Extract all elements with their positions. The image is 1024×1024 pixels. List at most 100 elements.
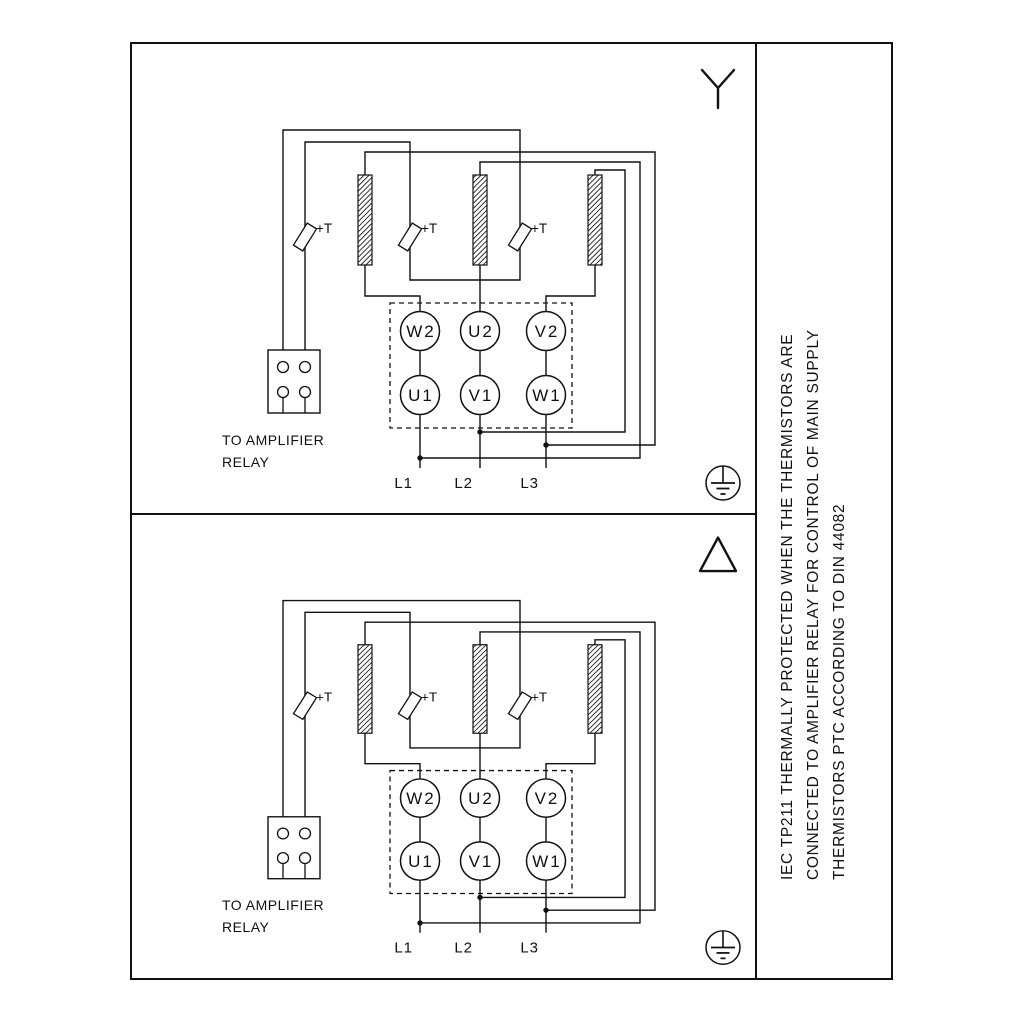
relay-pin [298,827,312,840]
motor-winding [587,644,603,734]
winding-return-wire [364,151,656,446]
relay-pin [276,827,290,840]
winding-terminal-wire [364,733,421,779]
wiring-lines [282,599,656,933]
supply-l1-label: L1 [394,941,413,957]
thermistor-symbol [507,691,533,721]
thermistor-circuit-wire [282,599,521,829]
winding-return-wire [420,631,641,924]
terminal-w2 [399,778,441,819]
terminal-u2 [459,310,501,352]
supply-l2-label: L2 [454,475,473,492]
terminal-w1-label: W1 [532,386,562,405]
winding-return-wire [420,161,641,459]
relay-pin [298,385,312,399]
relay-caption-line2: RELAY [222,454,270,470]
terminal-w2 [399,310,441,352]
star-wiring-diagram: +T +T +T [222,536,741,965]
relay-caption-line1: TO AMPLIFIER [222,897,324,913]
thermistor-circuit-wire [409,258,521,281]
winding-return-wire [364,621,656,911]
terminal-link [419,350,547,376]
terminal-u1-label: U1 [408,386,434,405]
terminal-board: W2 U2 V2 U1 V1 W1 [389,769,573,895]
terminal-board: W2 U2 V2 U1 V1 W1 [389,302,573,429]
thermistor: +T [397,221,437,252]
motor-winding [587,174,603,266]
terminal-w2-label: W2 [406,322,436,341]
thermistor-symbol [397,691,423,721]
terminal-board-outline [389,769,573,895]
winding-terminal-wire [545,733,596,779]
side-note-line-3: THERMISTORS PTC ACCORDING TO DIN 44082 [831,503,848,880]
thermistor-label: +T [421,221,437,236]
relay-pin-stub [282,863,306,879]
terminal-u1 [399,374,441,416]
terminal-v1-label: V1 [469,852,494,871]
relay-connector-box [267,816,321,880]
winding-terminal-wire [364,265,421,312]
motor-winding [357,644,373,734]
thermistor-label: +T [316,221,332,236]
thermistor: +T [397,690,437,721]
supply-line-labels: L1 L2 L3 [394,475,539,492]
winding-terminal-wire [545,265,596,312]
terminal-v1-label: V1 [469,386,494,405]
supply-lead [419,414,547,468]
panel-delta: +T +T +T [130,514,755,978]
thermistor-symbol [292,691,318,721]
terminal-link [419,817,547,842]
relay-pin [298,360,312,374]
terminal-v2 [525,778,567,819]
wire-junction-dots [417,894,549,926]
motor-winding [472,644,488,734]
terminal-v2-label: V2 [535,789,560,808]
terminal-u2-label: U2 [468,322,494,341]
supply-l3-label: L3 [520,475,539,492]
thermistor: +T [292,221,332,252]
terminal-v1 [459,841,501,881]
supply-line-labels: L1 L2 L3 [394,941,539,957]
terminal-v2-label: V2 [535,322,560,341]
star-wiring-diagram: +T +T +T [222,68,741,501]
terminal-u1 [399,841,441,881]
terminal-u1-label: U1 [408,852,434,871]
earth-ground-icon [705,465,741,501]
thermistor-symbol [507,222,533,252]
relay-pin [276,852,290,865]
thermistor-label: +T [421,690,437,705]
relay-pin [276,360,290,374]
drawing-frame [130,42,893,980]
motor-winding [472,174,488,266]
relay-pin-stub [282,397,306,413]
terminal-w1-label: W1 [532,852,561,871]
terminal-board-outline [389,302,573,429]
terminal-w1 [525,374,567,416]
thermistor-circuit-wire [304,141,411,216]
thermistor: +T [507,221,547,252]
motor-windings [357,644,603,734]
supply-l3-label: L3 [520,941,539,957]
terminal-w1 [525,841,567,881]
motor-winding [357,174,373,266]
relay-connector-box [267,349,321,414]
panel-star: +T +T +T [130,42,755,514]
amplifier-relay-connector: TO AMPLIFIER RELAY [222,816,324,935]
side-note-line-2: CONNECTED TO AMPLIFIER RELAY FOR CONTROL… [805,329,822,880]
thermistor-label: +T [531,690,547,705]
terminal-u2 [459,778,501,819]
frame-horizontal-divider [130,513,757,515]
terminal-v1 [459,374,501,416]
thermistor: +T [292,690,332,721]
thermistor-circuit-wire [409,726,521,749]
wiring-lines [282,129,656,468]
motor-windings [357,174,603,266]
supply-lead [419,880,547,933]
delta-connection-icon [698,536,738,573]
thermistors: +T +T +T [292,221,547,252]
relay-pin [276,385,290,399]
relay-caption-line1: TO AMPLIFIER [222,432,324,448]
thermistor-label: +T [316,690,332,705]
star-connection-icon [700,68,736,110]
